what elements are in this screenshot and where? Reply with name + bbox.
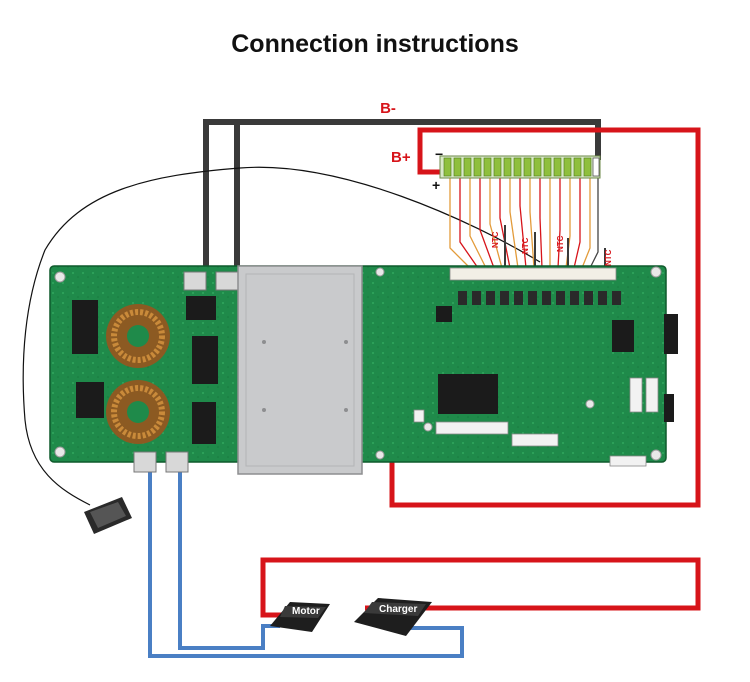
ntc-label: NTC bbox=[556, 235, 565, 252]
output-wire bbox=[148, 460, 464, 658]
plus-sign: + bbox=[432, 177, 440, 193]
bms-board-icon bbox=[49, 265, 678, 475]
b-plus-wire bbox=[260, 127, 701, 618]
sensor-wire bbox=[22, 166, 541, 506]
b-plus-label: B+ bbox=[391, 149, 411, 166]
page-title: Connection instructions bbox=[231, 30, 519, 58]
inductor-bottom bbox=[106, 380, 170, 444]
b-minus-label: B- bbox=[380, 100, 396, 117]
motor-block-icon bbox=[270, 602, 330, 632]
ntc-label: NTC bbox=[491, 231, 500, 248]
charger-label: Charger bbox=[379, 604, 417, 615]
b-minus-wire bbox=[203, 119, 601, 285]
temperature-sensor-icon bbox=[84, 497, 132, 534]
charger-block-icon bbox=[354, 598, 432, 636]
ntc-label: NTC bbox=[604, 249, 613, 266]
heatsink bbox=[237, 265, 363, 475]
motor-label: Motor bbox=[292, 606, 320, 617]
minus-sign: − bbox=[435, 146, 443, 162]
battery-cell-strip-icon bbox=[439, 155, 601, 179]
inductor-top bbox=[106, 304, 170, 368]
ntc-label: NTC bbox=[521, 237, 530, 254]
balance-wires bbox=[449, 178, 606, 269]
